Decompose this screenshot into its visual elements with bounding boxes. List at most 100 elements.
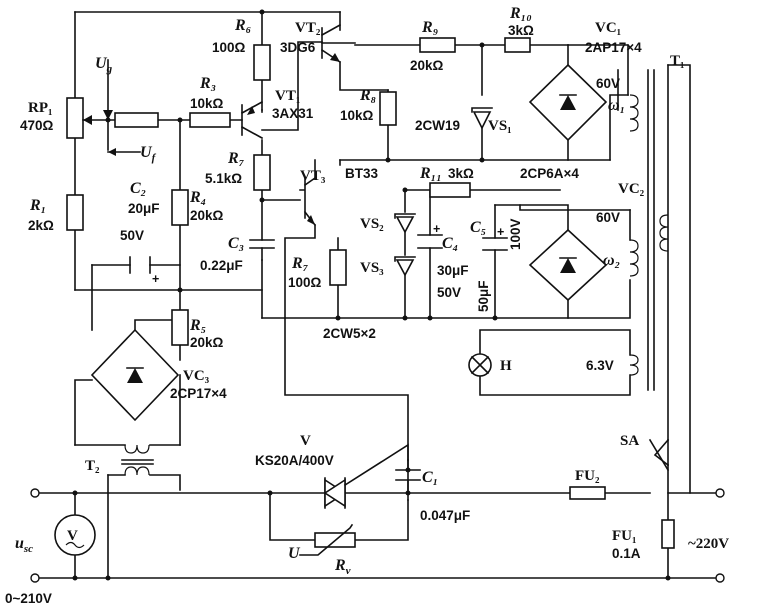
lamp-label: H	[500, 358, 512, 374]
ug-label: Ug	[95, 55, 113, 75]
w2-label: ω₂	[603, 252, 620, 269]
r6-value: 100Ω	[212, 40, 246, 55]
r7b-label: R₇	[291, 255, 309, 272]
r7a-value: 5.1kΩ	[205, 171, 242, 186]
c5-capacitor	[482, 237, 508, 251]
vc3-type: 2CP17×4	[170, 386, 227, 401]
t2-label: T₂	[85, 458, 100, 474]
varistor-rv	[299, 523, 356, 556]
output-terminal-top	[30, 488, 40, 498]
r11-resistor	[429, 182, 471, 198]
w1-label: ω₁	[608, 97, 625, 114]
vt1-transistor	[240, 100, 264, 140]
r10-value: 3kΩ	[508, 23, 534, 38]
meter-label: V	[67, 528, 78, 544]
w2-winding	[629, 239, 639, 277]
usc-label: usc	[15, 535, 33, 555]
fu2-fuse	[569, 486, 606, 500]
c1-value: 0.047μF	[420, 508, 470, 523]
r11-label: R₁₁	[419, 165, 442, 182]
r5-resistor	[171, 309, 189, 346]
r9-label: R₉	[421, 19, 439, 36]
r5-value: 20kΩ	[190, 335, 224, 350]
vt2-label: VT₂	[295, 20, 321, 36]
c3-value: 0.22μF	[200, 258, 243, 273]
r11-value: 3kΩ	[448, 166, 474, 181]
r8-value: 10kΩ	[340, 108, 374, 123]
rp1-label: RP₁	[28, 100, 53, 116]
r5-label: R₅	[189, 317, 206, 334]
junction-dots	[72, 9, 671, 581]
c4-label: C₄	[442, 235, 458, 252]
bt33-label: BT33	[345, 166, 379, 181]
r3-value: 10kΩ	[190, 96, 224, 111]
uf-arrow-icon	[108, 148, 116, 156]
mains-terminal-bottom	[715, 573, 725, 583]
primary-winding	[659, 214, 669, 252]
vt3-transistor	[299, 176, 317, 227]
vs1-label: VS₁	[488, 118, 512, 134]
vc3-bridge	[90, 328, 180, 422]
vt3-label: VT₃	[300, 168, 326, 184]
c3-capacitor	[249, 239, 275, 249]
c5-label: C₅	[470, 219, 486, 236]
svg-text:+: +	[497, 225, 504, 239]
vc2-type: 2CP6A×4	[520, 166, 579, 181]
sa-lever	[648, 438, 670, 472]
resistors	[66, 37, 675, 549]
c2-value: 20μF	[128, 201, 160, 216]
v60a-label: 60V	[596, 76, 620, 91]
v-label: V	[300, 433, 311, 449]
r10-label: R₁₀	[509, 5, 532, 22]
vc2-bridge	[528, 228, 608, 302]
sa-label: SA	[620, 433, 639, 449]
vs2-label: VS₂	[360, 216, 384, 232]
vs3-label: VS₃	[360, 260, 384, 276]
c1-label: C₁	[422, 469, 438, 486]
vt2-transistor	[320, 23, 356, 64]
labels: RP₁ 470Ω R₁ 2kΩ Ug Uf R₃ 10kΩ R₆ 100Ω VT…	[5, 5, 729, 606]
vs2-zener	[394, 213, 416, 234]
lamp-h	[468, 353, 492, 377]
vs1-type: 2CW19	[415, 118, 460, 133]
v-type: KS20A/400V	[255, 453, 334, 468]
c2-capacitor	[129, 256, 151, 274]
mains-terminal-top	[715, 488, 725, 498]
capacitors	[129, 234, 508, 481]
c4-capacitor	[417, 234, 443, 249]
r6-resistor	[253, 44, 271, 81]
vt2-type: 3DG6	[280, 40, 316, 55]
svg-text:+: +	[152, 272, 159, 286]
r7b-resistor	[329, 249, 347, 286]
mains-label: ~220V	[688, 536, 729, 552]
t1-transformer	[629, 69, 669, 391]
rf-resistor	[114, 112, 159, 128]
vc1-type: 2AP17×4	[585, 40, 642, 55]
c2-label: C₂	[130, 180, 146, 197]
voltmeter: V	[54, 514, 96, 556]
output-range-label: 0~210V	[5, 591, 52, 606]
r8-resistor	[379, 91, 397, 126]
svg-text:+: +	[433, 222, 440, 236]
r1-resistor	[66, 194, 84, 231]
r7a-label: R₇	[227, 150, 245, 167]
wires	[34, 11, 721, 579]
r6-label: R₆	[234, 17, 251, 34]
vs23-type: 2CW5×2	[323, 326, 376, 341]
r9-resistor	[419, 37, 456, 53]
c2-voltage: 50V	[120, 228, 144, 243]
fu1-value: 0.1A	[612, 546, 641, 561]
triac-v	[323, 443, 409, 509]
rp1-value: 470Ω	[20, 118, 54, 133]
c5-value: 50μF	[476, 280, 491, 312]
fu1-label: FU₁	[612, 528, 637, 544]
fu1-fuse	[661, 519, 675, 549]
w1-winding	[629, 94, 639, 132]
rp1-potentiometer	[66, 97, 84, 139]
t2-transformer	[121, 444, 154, 476]
rv-label: Rv	[334, 557, 351, 577]
vc3-label: VC₃	[183, 368, 210, 384]
r4-value: 20kΩ	[190, 208, 224, 223]
vt1-type: 3AX31	[272, 106, 314, 121]
